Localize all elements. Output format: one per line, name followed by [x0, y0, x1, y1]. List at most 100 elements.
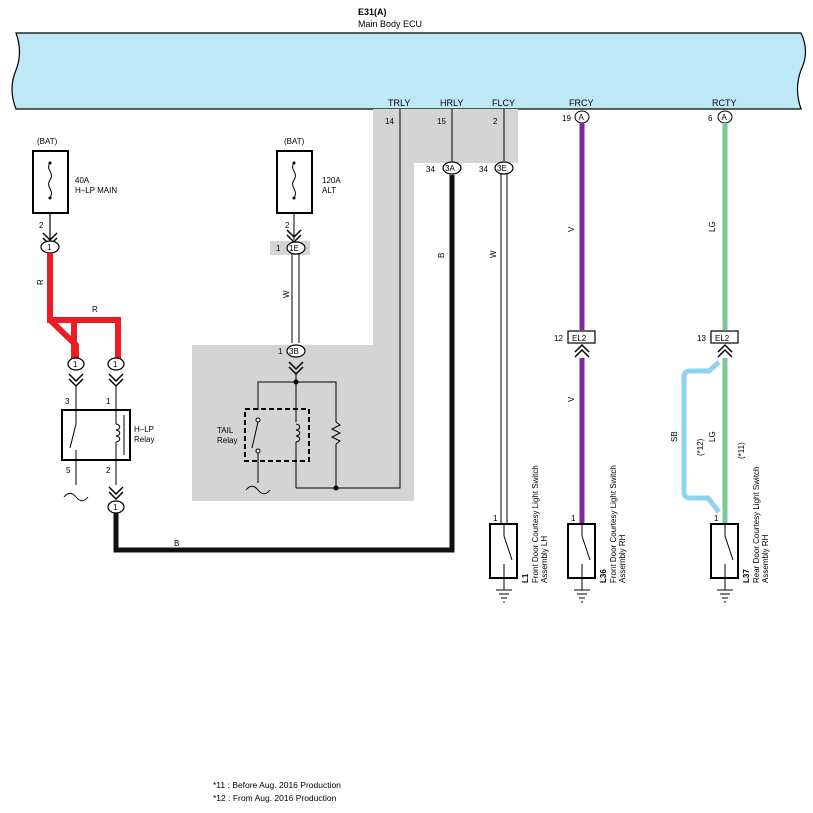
- bat-label-2: (BAT): [284, 137, 305, 146]
- switch-l36-line1: Front Door Courtesy Light Switch: [609, 465, 618, 583]
- connector-a-rcty-label: A: [722, 113, 728, 122]
- wire-label-b-bottom: B: [174, 539, 179, 548]
- hlp-relay-name2: Relay: [134, 435, 154, 444]
- terminal-hrly: HRLY: [440, 98, 463, 108]
- junction-relay-in-a-pin: 1: [73, 360, 78, 369]
- terminal-trly: TRLY: [388, 98, 410, 108]
- junction-1e: [286, 241, 306, 255]
- wire-red: [47, 253, 121, 360]
- fuse-dot: [292, 161, 296, 165]
- junction-3b: [286, 344, 306, 358]
- hlp-relay-pin-5: 5: [66, 466, 71, 475]
- junction-3b-pin: 1: [278, 347, 283, 356]
- wire-label-v1: V: [567, 226, 576, 232]
- connector-el2-right-pin: 13: [697, 334, 706, 343]
- pin-flcy: 2: [493, 117, 498, 126]
- footnote-11: *11 : Before Aug. 2016 Production: [213, 780, 341, 790]
- connector-el2-left-pin: 12: [554, 334, 563, 343]
- fuse-dot: [48, 161, 52, 165]
- tail-relay-name: TAIL: [217, 426, 234, 435]
- tail-relay: [244, 408, 310, 462]
- chevron-icon: [108, 486, 124, 501]
- open-wire-icon: [63, 492, 89, 502]
- fuse-alt-rating: 120A: [322, 176, 341, 185]
- switch-l36-code: L36: [599, 569, 608, 583]
- connector-el2-right: [710, 330, 739, 344]
- footnote-12: *12 : From Aug. 2016 Production: [213, 793, 337, 803]
- junction-3b-code: 3B: [289, 347, 299, 356]
- switch-l1-line2: Assembly LH: [540, 536, 549, 583]
- resistor-icon: [330, 421, 342, 445]
- switch-l37-code: L37: [742, 569, 751, 583]
- switch-l36-pin: 1: [571, 514, 576, 523]
- switch-l37-line1: Rear Door Courtesy Light Switch: [752, 467, 761, 584]
- hlp-relay: [61, 409, 131, 461]
- junction-relay-out-pin: 1: [113, 503, 118, 512]
- junction-3a-pin: 34: [426, 165, 435, 174]
- wire-trly: [296, 109, 401, 489]
- hlp-relay-pin-2: 2: [106, 466, 111, 475]
- switch-l37-line2: Assembly RH: [761, 534, 770, 583]
- junction-relay-in-b: [107, 357, 125, 371]
- switch-l1-line1: Front Door Courtesy Light Switch: [531, 465, 540, 583]
- junction-3e-pin: 34: [479, 165, 488, 174]
- chevron-icon: [108, 373, 124, 388]
- terminal-frcy: FRCY: [569, 98, 594, 108]
- bat-label-1: (BAT): [37, 137, 58, 146]
- pin-trly: 14: [385, 117, 394, 126]
- connector-a-frcy-label: A: [579, 113, 585, 122]
- grey-shade-relay-area: [192, 109, 518, 501]
- junction-relay-in-b-pin: 1: [113, 360, 118, 369]
- terminal-rcty: RCTY: [712, 98, 737, 108]
- splice-dot: [333, 485, 339, 491]
- pin-rcty: 6: [708, 114, 713, 123]
- variant-note-11: (*11): [737, 442, 746, 459]
- hlp-relay-pin-3: 3: [65, 397, 70, 406]
- switch-l37-pin: 1: [714, 514, 719, 523]
- fuse-hlp-name: H–LP MAIN: [75, 186, 117, 195]
- fuse-dot: [292, 196, 296, 200]
- tail-relay-name2: Relay: [217, 436, 237, 445]
- junction-3e-code: 3E: [497, 164, 507, 173]
- tail-relay-contact: [255, 448, 261, 454]
- ecu-name: Main Body ECU: [358, 19, 422, 29]
- wire-label-w-3e: W: [489, 250, 498, 258]
- pin-frcy: 19: [562, 114, 571, 123]
- wire-label-r2: R: [92, 305, 98, 314]
- fuse-alt: [276, 150, 313, 214]
- tail-relay-switch-icon: [251, 421, 259, 449]
- wire-sky-blue: [681, 360, 721, 514]
- wire-label-v2: V: [567, 396, 576, 402]
- coil-icon: [295, 423, 301, 443]
- tail-relay-contact: [255, 417, 261, 423]
- wire-label-w-alt: W: [282, 290, 291, 298]
- ground-icon: [574, 589, 590, 603]
- fuse-alt-name: ALT: [322, 186, 336, 195]
- fuse-hlp-rating: 40A: [75, 176, 90, 185]
- wire-tail-supply: [257, 381, 337, 422]
- junction-3e: [494, 161, 514, 175]
- connector-el2-left: [567, 330, 596, 344]
- fuse-hlp-pin: 2: [39, 221, 44, 230]
- junction-1e-code: 1E: [289, 244, 299, 253]
- chevron-icon: [68, 373, 84, 388]
- junction-hlp-out-pin: 1: [47, 243, 52, 252]
- wire-label-b-3a: B: [437, 253, 446, 258]
- coil-icon: [115, 423, 121, 443]
- fuse-hlp-main-icon: [48, 162, 52, 199]
- wire-label-r1: R: [36, 279, 45, 285]
- wire-label-sb: SB: [670, 431, 679, 442]
- switch-l36-line2: Assembly RH: [618, 534, 627, 583]
- junction-3a-code: 3A: [445, 164, 455, 173]
- variant-note-12: (*12): [696, 438, 705, 456]
- switch-l36-icon: [581, 535, 591, 561]
- wire-label-lg1: LG: [708, 221, 717, 232]
- junction-relay-in-a: [67, 357, 85, 371]
- fuse-dot: [48, 196, 52, 200]
- main-body-ecu: [11, 32, 807, 110]
- ground-icon: [717, 589, 733, 603]
- terminal-flcy: FLCY: [492, 98, 515, 108]
- wire-label-lg2: LG: [708, 431, 717, 442]
- pin-hrly: 15: [437, 117, 446, 126]
